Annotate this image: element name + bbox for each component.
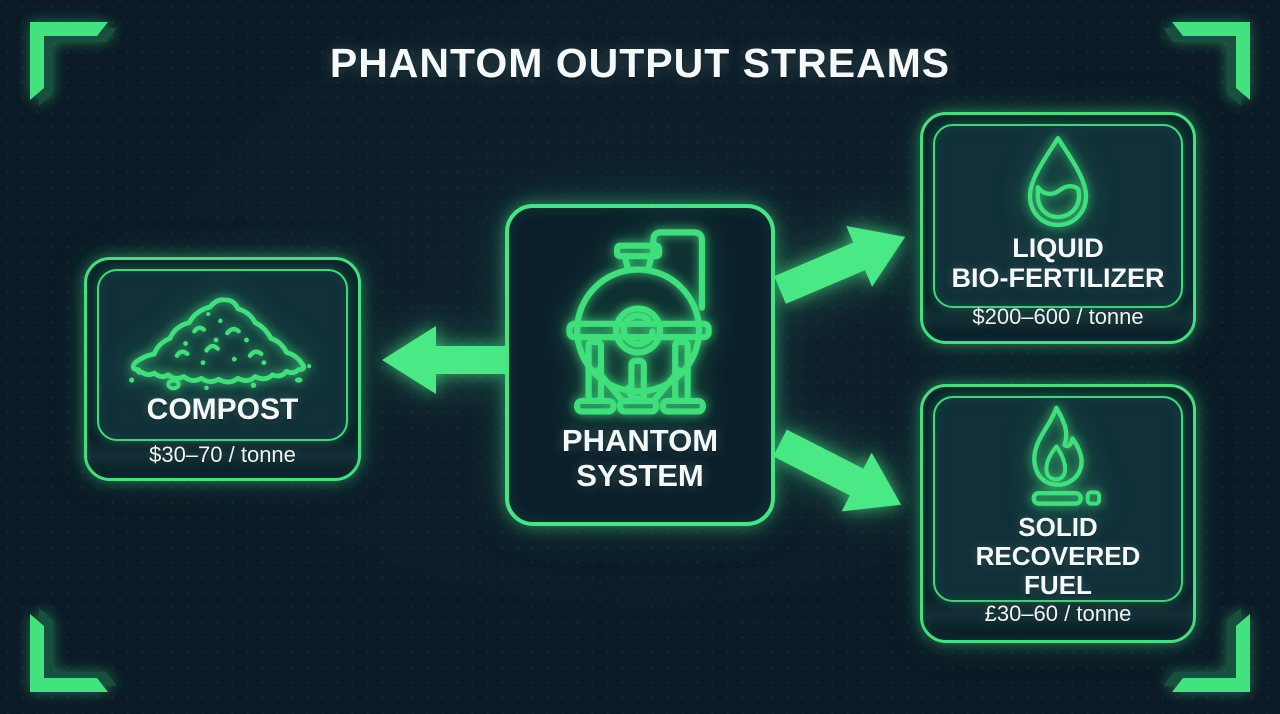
solid-title-line1: SOLID: [1018, 511, 1098, 542]
phantom-system-label-line1: PHANTOM: [561, 423, 719, 458]
arrow-to-liquid-bio-fertilizer-icon: [774, 226, 906, 304]
compost-title: COMPOST: [147, 393, 299, 427]
arrow-to-compost-icon: [382, 326, 506, 394]
compost-inner-panel: COMPOST: [97, 269, 348, 441]
corner-bracket-top-right-icon: [1164, 22, 1250, 106]
compost-price: $30–70 / tonne: [87, 434, 358, 476]
solid-title-line3: FUEL: [1024, 569, 1092, 600]
arrow-to-solid-recovered-fuel-icon: [773, 429, 902, 512]
phantom-system-label: PHANTOM SYSTEM: [561, 423, 719, 493]
compost-title-line1: COMPOST: [146, 393, 299, 426]
corner-bracket-bottom-left-icon: [30, 608, 116, 692]
liquid-title-line2: BIO-FERTILIZER: [951, 263, 1165, 294]
solid-recovered-fuel-title: SOLID RECOVERED FUEL: [975, 511, 1141, 600]
liquid-title-line1: LIQUID: [1012, 233, 1104, 263]
solid-recovered-fuel-price: £30–60 / tonne: [923, 592, 1193, 636]
page-title: PHANTOM OUTPUT STREAMS: [329, 40, 951, 86]
phantom-system-label-line2: SYSTEM: [576, 457, 704, 493]
liquid-bio-fertilizer-title: LIQUID BIO-FERTILIZER: [952, 233, 1165, 293]
corner-bracket-top-left-icon: [30, 22, 116, 106]
corner-bracket-bottom-right-icon: [1164, 608, 1250, 692]
liquid-bio-fertilizer-card: LIQUID BIO-FERTILIZER $200–600 / tonne: [920, 112, 1196, 344]
liquid-bio-fertilizer-inner-panel: LIQUID BIO-FERTILIZER: [933, 124, 1183, 308]
solid-title-line2: RECOVERED: [975, 540, 1141, 571]
compost-pile-icon: [128, 297, 311, 391]
water-drop-icon: [1027, 136, 1089, 228]
compost-card: COMPOST $30–70 / tonne: [84, 257, 361, 481]
phantom-system-card: PHANTOM SYSTEM: [505, 204, 775, 526]
solid-recovered-fuel-card: SOLID RECOVERED FUEL £30–60 / tonne: [920, 384, 1196, 643]
liquid-bio-fertilizer-price: $200–600 / tonne: [923, 296, 1193, 338]
solid-recovered-fuel-inner-panel: SOLID RECOVERED FUEL: [933, 396, 1183, 602]
bioreactor-tank-icon: [566, 229, 712, 415]
flame-icon: [1031, 405, 1102, 506]
